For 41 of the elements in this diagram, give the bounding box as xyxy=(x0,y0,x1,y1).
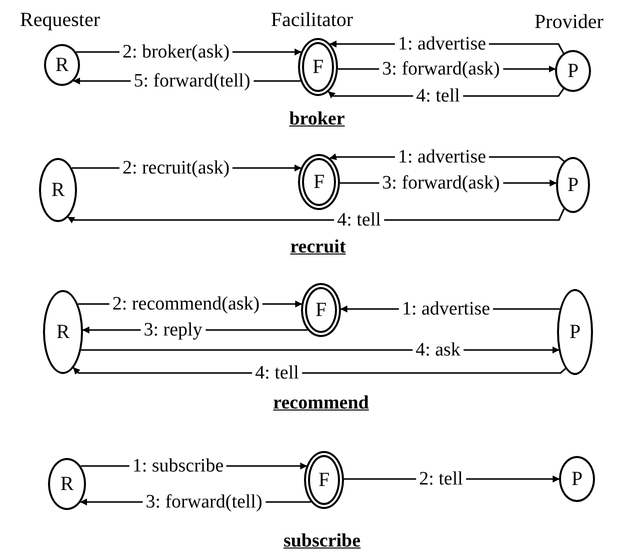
double-ellipse-node xyxy=(298,154,340,210)
ellipse-node xyxy=(48,458,86,510)
role-heading: Provider xyxy=(534,12,604,32)
edge-label: 3: forward(tell) xyxy=(142,492,266,512)
role-heading: Facilitator xyxy=(270,10,354,30)
ellipse-node xyxy=(39,158,77,222)
role-heading: Requester xyxy=(20,10,100,30)
node-letter: P xyxy=(569,322,581,342)
node-letter: R xyxy=(56,322,70,342)
ellipse-node xyxy=(44,44,80,86)
edge-label: 3: reply xyxy=(140,320,206,340)
edge-label: 2: broker(ask) xyxy=(119,42,233,62)
edge-label: 2: recommend(ask) xyxy=(109,294,263,314)
node-letter: P xyxy=(567,175,579,195)
pattern-title: recommend xyxy=(273,394,369,412)
pattern-title: recruit xyxy=(290,238,346,256)
ellipse-node xyxy=(557,289,593,375)
arrow xyxy=(72,367,566,375)
node-letter: F xyxy=(313,172,325,192)
edge-label: 5: forward(tell) xyxy=(130,72,254,90)
edge-label: 3: forward(ask) xyxy=(379,60,503,78)
double-ellipse-node xyxy=(301,283,341,337)
node-letter: P xyxy=(567,61,579,81)
edge-label: 2: recruit(ask) xyxy=(119,158,233,178)
node-letter: R xyxy=(60,474,74,494)
node-letter: P xyxy=(571,469,583,489)
node-letter: R xyxy=(51,180,65,200)
node-letter: F xyxy=(312,57,324,77)
node-letter: R xyxy=(55,55,69,75)
arrow xyxy=(67,208,565,224)
pattern-title: subscribe xyxy=(283,532,361,550)
edge-label: 3: forward(ask) xyxy=(379,174,503,192)
double-ellipse-node xyxy=(298,38,338,96)
ellipse-node xyxy=(555,50,591,92)
arrow xyxy=(81,346,560,354)
ellipse-node xyxy=(559,456,595,502)
pattern-title: broker xyxy=(289,110,345,128)
node-letter: F xyxy=(315,300,327,320)
ellipse-node xyxy=(556,157,590,213)
ellipse-node xyxy=(43,290,83,374)
node-letter: F xyxy=(318,470,330,490)
